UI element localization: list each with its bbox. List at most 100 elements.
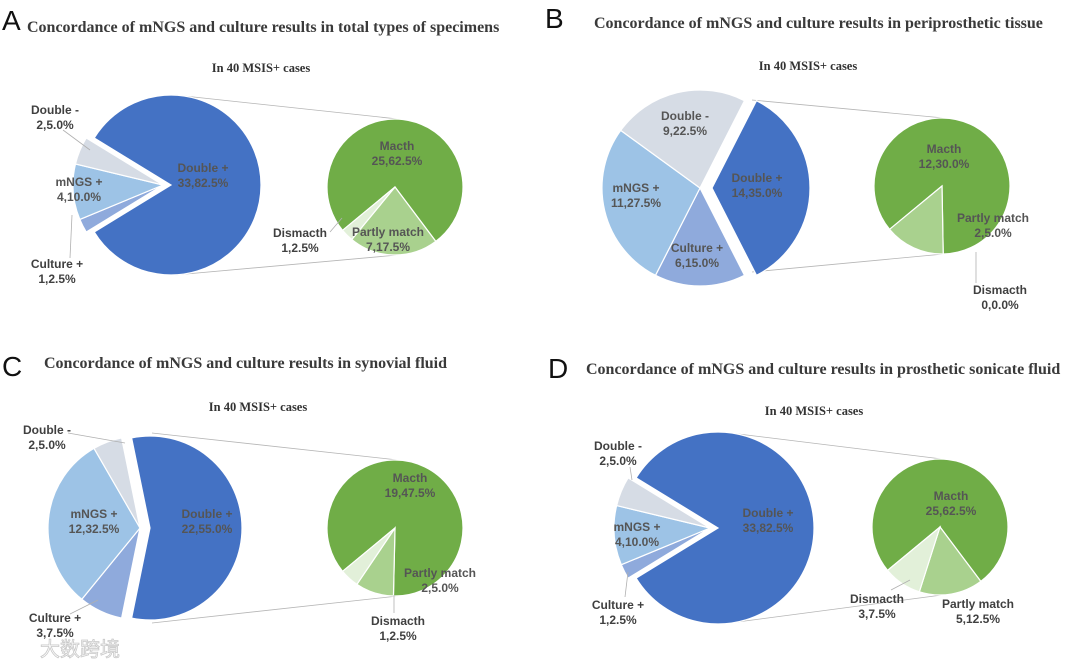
- slice-double-minus: [74, 137, 164, 186]
- slice-dismacth: [341, 186, 396, 241]
- slice-macth: [326, 118, 464, 243]
- slice-double-minus: [93, 437, 141, 529]
- macth-label-name: Macth: [393, 471, 428, 485]
- leader-culture-plus: [69, 214, 73, 259]
- connector-line-0: [174, 94, 399, 120]
- charts-layer: Double +33,82.5%Culture +1,2.5%mNGS +4,1…: [23, 89, 1029, 643]
- connector-line-1: [174, 254, 399, 276]
- slice-double-plus: [635, 431, 815, 625]
- slice-macth: [326, 459, 464, 597]
- double-plus-label-value: 33,82.5%: [743, 521, 794, 535]
- double-plus-label-value: 14,35.0%: [732, 186, 783, 200]
- mngs-plus-label-value: 4,10.0%: [57, 190, 101, 204]
- partly-match-label-name: Partly match: [352, 225, 424, 239]
- pie-chart-c: Double +22,55.0%Culture +3,7.5%mNGS +12,…: [23, 423, 476, 643]
- chart-title-c: Concordance of mNGS and culture results …: [44, 355, 447, 372]
- double-minus-label-name: Double -: [594, 439, 642, 453]
- macth-label-name: Macth: [934, 489, 969, 503]
- leader-dismacth: [890, 579, 911, 591]
- double-plus-label-value: 33,82.5%: [178, 176, 229, 190]
- dismacth-label-value: 1,2.5%: [281, 241, 319, 255]
- pie-chart-a: Double +33,82.5%Culture +1,2.5%mNGS +4,1…: [31, 94, 464, 286]
- slice-macth: [871, 458, 1009, 583]
- chart-subtitle-b: In 40 MSIS+ cases: [759, 59, 858, 73]
- connector-line-1: [151, 595, 399, 624]
- double-minus-label-name: Double -: [31, 103, 79, 117]
- connector-line-0: [151, 432, 399, 461]
- panel-letter-a: A: [2, 5, 21, 36]
- leader-dismacth: [329, 217, 343, 233]
- double-minus-label-value: 2,5.0%: [599, 454, 637, 468]
- partly-match-label-name: Partly match: [942, 597, 1014, 611]
- slice-double-minus: [619, 89, 746, 189]
- partly-match-label-value: 5,12.5%: [956, 612, 1000, 626]
- partly-match-label-value: 2,5.0%: [421, 581, 459, 595]
- dismacth-label-name: Dismacth: [371, 614, 425, 628]
- slice-dismacth: [886, 525, 942, 593]
- panel-letter-b: B: [545, 3, 564, 34]
- slice-double-plus: [130, 435, 243, 621]
- leader-culture-plus: [69, 599, 99, 615]
- dismacth-label-value: 1,2.5%: [379, 629, 417, 643]
- double-plus-label-name: Double +: [742, 506, 793, 520]
- double-minus-label-value: 2,5.0%: [28, 438, 66, 452]
- connector-line-1: [721, 594, 943, 625]
- mngs-plus-label-value: 4,10.0%: [615, 535, 659, 549]
- macth-label-value: 25,62.5%: [372, 154, 423, 168]
- chart-subtitle-d: In 40 MSIS+ cases: [765, 404, 864, 418]
- culture-plus-label-name: Culture +: [29, 611, 81, 625]
- partly-match-label-name: Partly match: [957, 211, 1029, 225]
- leader-double-minus: [62, 129, 91, 151]
- macth-label-value: 19,47.5%: [385, 486, 436, 500]
- culture-plus-label-name: Culture +: [671, 241, 723, 255]
- slice-double-plus: [711, 99, 811, 277]
- slice-culture-plus: [654, 186, 746, 287]
- panel-letter-c: C: [2, 351, 22, 382]
- panel-a: A Concordance of mNGS and culture result…: [2, 5, 499, 75]
- slice-mngs-plus: [47, 447, 141, 601]
- dismacth-label-value: 0,0.0%: [981, 298, 1019, 312]
- chart-subtitle-a: In 40 MSIS+ cases: [212, 61, 311, 75]
- culture-plus-label-name: Culture +: [592, 598, 644, 612]
- dismacth-label-value: 3,7.5%: [858, 607, 896, 621]
- slice-partly-match: [888, 184, 944, 255]
- slice-mngs-plus: [601, 129, 701, 277]
- leader-double-minus: [629, 466, 633, 481]
- dismacth-label-name: Dismacth: [973, 283, 1027, 297]
- culture-plus-label-value: 3,7.5%: [36, 626, 74, 640]
- connector-line-1: [751, 253, 945, 273]
- double-minus-label-name: Double -: [23, 423, 71, 437]
- macth-label-name: Macth: [380, 139, 415, 153]
- partly-match-label-name: Partly match: [404, 566, 476, 580]
- double-plus-label-name: Double +: [177, 161, 228, 175]
- double-minus-label-value: 2,5.0%: [36, 118, 74, 132]
- mngs-plus-label-value: 12,32.5%: [69, 522, 120, 536]
- culture-plus-label-value: 1,2.5%: [38, 272, 76, 286]
- pie-chart-b: Double +14,35.0%Culture +6,15.0%mNGS +11…: [601, 89, 1029, 312]
- dismacth-label-name: Dismacth: [273, 226, 327, 240]
- culture-plus-label-name: Culture +: [31, 257, 83, 271]
- partly-match-label-value: 2,5.0%: [974, 226, 1012, 240]
- pie-chart-d: Double +33,82.5%Culture +1,2.5%mNGS +4,1…: [592, 431, 1014, 627]
- connector-line-0: [721, 431, 943, 460]
- mngs-plus-label-name: mNGS +: [612, 181, 659, 195]
- macth-label-value: 12,30.0%: [919, 157, 970, 171]
- macth-label-name: Macth: [927, 142, 962, 156]
- chart-title-b: Concordance of mNGS and culture results …: [594, 15, 1043, 32]
- slice-double-plus: [93, 94, 262, 276]
- mngs-plus-label-value: 11,27.5%: [611, 196, 661, 210]
- connector-line-0: [751, 99, 945, 119]
- partly-match-label-value: 7,17.5%: [366, 240, 410, 254]
- slice-partly-match: [350, 186, 437, 256]
- chart-title-a: Concordance of mNGS and culture results …: [27, 19, 499, 36]
- double-plus-label-name: Double +: [181, 507, 232, 521]
- mngs-plus-label-name: mNGS +: [55, 175, 102, 189]
- culture-plus-label-value: 1,2.5%: [599, 613, 637, 627]
- panel-c: C Concordance of mNGS and culture result…: [2, 351, 447, 414]
- double-plus-label-value: 22,55.0%: [182, 522, 233, 536]
- watermark-text: 大数跨境: [40, 637, 120, 661]
- leader-double-minus: [67, 432, 126, 444]
- chart-title-d: Concordance of mNGS and culture results …: [586, 361, 1060, 378]
- culture-plus-label-value: 6,15.0%: [675, 256, 719, 270]
